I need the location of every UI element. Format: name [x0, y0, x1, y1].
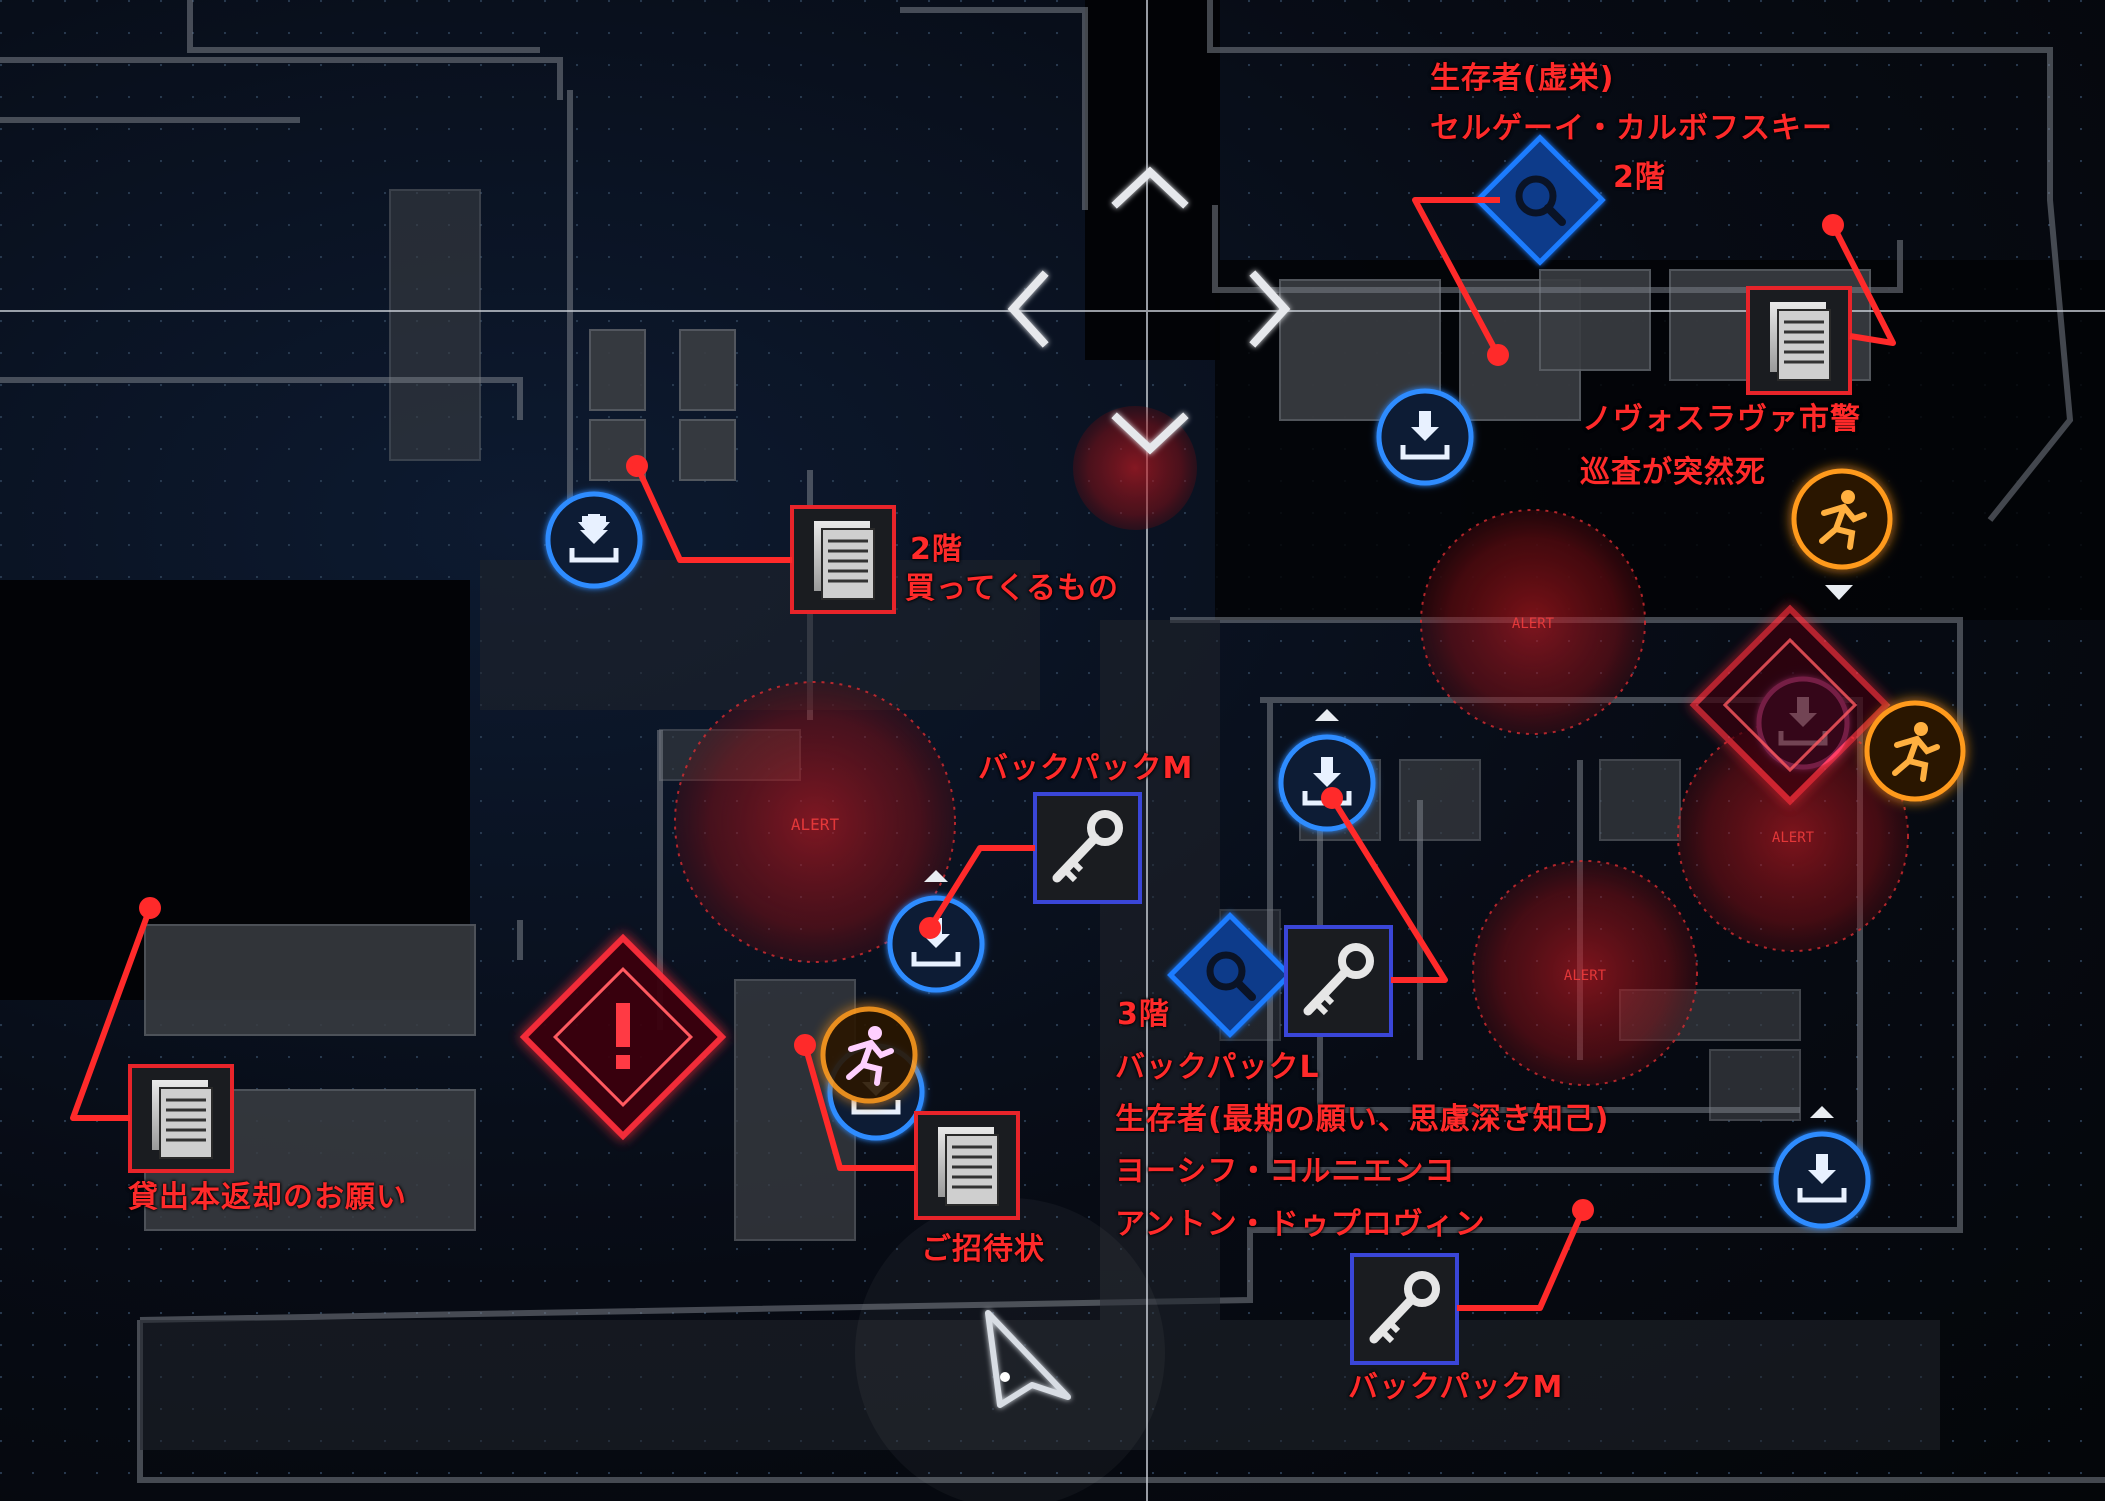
alert-zone: ALERT [1677, 720, 1909, 952]
exclamation-icon[interactable] [519, 933, 727, 1141]
document-icon[interactable] [1746, 286, 1852, 395]
annotation-third-floor-line1: 3階 [1117, 997, 1170, 1032]
annotation-library-book: 貸出本返却のお願い [128, 1180, 407, 1215]
annotation-backpack-m-1: バックパックM [978, 751, 1194, 786]
annotation-backpack-m-2: バックパックM [1348, 1370, 1564, 1405]
alert-zone-label: ALERT [791, 815, 840, 834]
annotation-police-report-line1: ノヴォスラヴァ市警 [1582, 402, 1861, 437]
key-icon[interactable] [1033, 792, 1142, 904]
key-icon[interactable] [1350, 1253, 1459, 1365]
save-download-icon[interactable] [536, 482, 652, 598]
alert-zone-label: ALERT [1512, 616, 1555, 632]
survivor-markers [1167, 134, 1606, 1038]
leader-line [626, 455, 792, 563]
annotation-survivor-top-line2: セルゲーイ・カルボフスキー [1430, 111, 1833, 146]
save-download-icon[interactable] [1764, 1106, 1880, 1238]
leader-line [1321, 787, 1448, 983]
buildings [144, 189, 1871, 1241]
search-icon[interactable] [1167, 912, 1293, 1038]
annotation-shopping-list-line2: 買ってくるもの [905, 571, 1119, 606]
leader-line [794, 1034, 916, 1171]
key-markers [1033, 792, 1459, 1365]
annotation-survivor-top-line3: 2階 [1613, 160, 1666, 195]
alert-zones: ALERT ALERT ALERT ALERT [674, 406, 1909, 1086]
danger-diamond-icon[interactable] [1689, 604, 1891, 806]
marker-pointer [1825, 585, 1853, 600]
annotation-shopping-list-line1: 2階 [910, 532, 963, 567]
search-icon[interactable] [1474, 134, 1606, 266]
chevron-icon[interactable] [1007, 166, 1291, 455]
document-icon[interactable] [914, 1111, 1020, 1220]
annotation-third-floor-line4: ヨーシフ・コルニエンコ [1115, 1154, 1456, 1189]
document-icon[interactable] [128, 1064, 234, 1173]
leader-line [70, 897, 161, 1121]
alert-zone: ALERT [674, 681, 956, 963]
running-man-icon[interactable] [820, 1006, 918, 1104]
save-download-icon[interactable] [878, 870, 994, 1002]
leader-line [1457, 1199, 1594, 1311]
key-icon[interactable] [1284, 925, 1393, 1037]
leader-lines [70, 197, 1896, 1311]
document-markers [128, 286, 1852, 1220]
alert-zone-label: ALERT [1772, 830, 1815, 846]
escape-markers [820, 468, 1966, 1104]
annotation-invitation: ご招待状 [921, 1232, 1045, 1267]
player-arrow-icon [855, 1198, 1165, 1501]
alert-zone-label: ALERT [1564, 968, 1607, 984]
alert-zone: ALERT [1420, 509, 1646, 735]
save-download-icon[interactable] [1367, 379, 1483, 495]
document-icon[interactable] [790, 505, 896, 614]
annotation-third-floor-line3: 生存者(最期の願い、思慮深き知己) [1115, 1102, 1610, 1137]
annotation-third-floor-line5: アントン・ドゥプロヴィン [1115, 1207, 1486, 1242]
annotation-police-report-line2: 巡査が突然死 [1580, 455, 1766, 490]
running-man-icon[interactable] [1791, 468, 1893, 570]
leader-line [1412, 197, 1509, 366]
annotation-third-floor-line2: バックパックL [1115, 1050, 1320, 1085]
leader-line [1822, 214, 1896, 346]
danger-markers [519, 585, 1891, 1141]
save-download-icon[interactable] [1269, 709, 1385, 841]
alert-zone: ALERT [1472, 860, 1698, 1086]
running-man-icon[interactable] [1864, 700, 1966, 802]
annotation-survivor-top-line1: 生存者(虚栄) [1430, 61, 1615, 96]
leader-line [919, 845, 1035, 939]
